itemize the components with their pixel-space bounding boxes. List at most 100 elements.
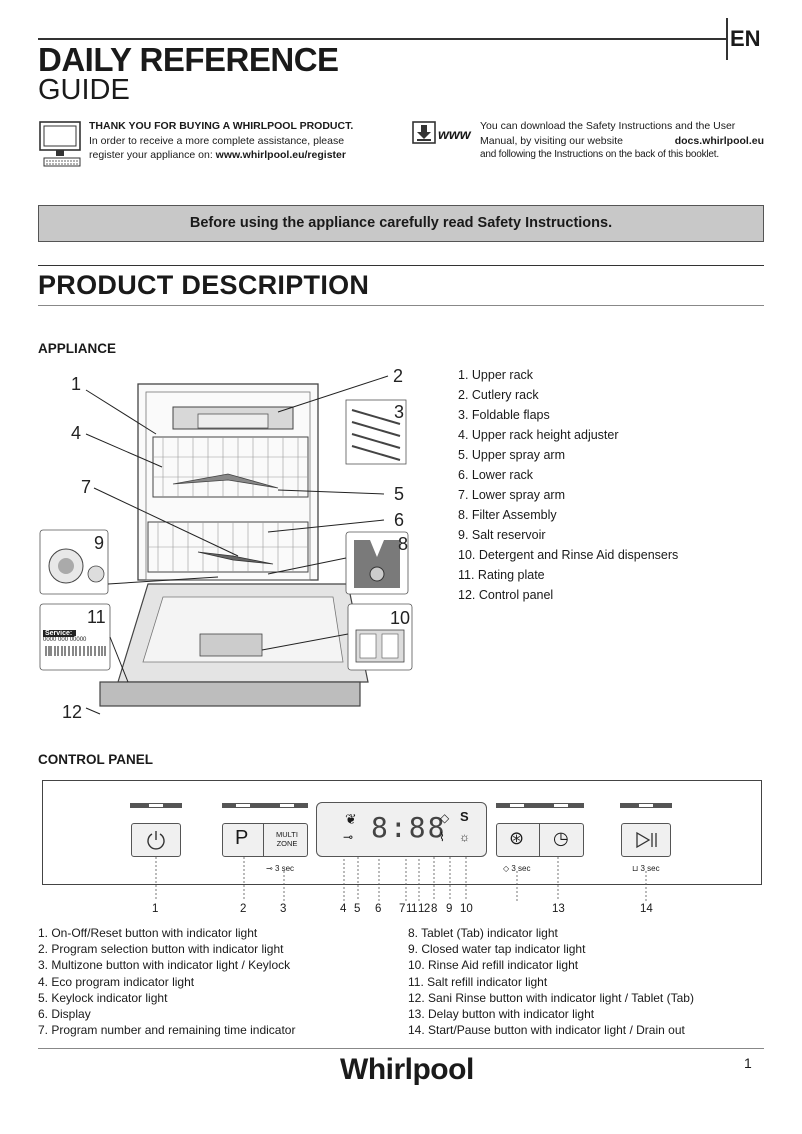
cp-number: 14: [640, 903, 653, 915]
cp-number: 3: [280, 903, 287, 915]
intro-right-text: You can download the Safety Instructions…: [480, 119, 764, 163]
list-item: 11. Rating plate: [458, 568, 545, 582]
callout-4: 4: [71, 423, 82, 443]
control-legend-left: 1. On-Off/Reset button with indicator li…: [38, 925, 295, 1038]
footer-rule: [38, 1048, 764, 1049]
list-item: 10. Rinse Aid refill indicator light: [408, 958, 579, 973]
list-item: 9. Closed water tap indicator light: [408, 942, 586, 957]
list-item: 11. Salt refill indicator light: [408, 974, 548, 989]
multizone-label: MULTI: [276, 830, 298, 839]
cp-number: 6: [375, 903, 382, 915]
keylock-3sec-label: ⊸ 3 sec: [266, 864, 295, 873]
parts-list: 1. Upper rack 2. Cutlery rack 3. Foldabl…: [458, 365, 678, 605]
intro-line: You can download the Safety Instructions…: [480, 120, 736, 132]
section-rule-bottom: [38, 305, 764, 306]
delay-button[interactable]: ◷: [553, 828, 569, 848]
dishwasher-illustration: [38, 362, 428, 732]
rinse-aid-icon: ☼: [459, 830, 470, 844]
intro-heading: THANK YOU FOR BUYING A WHIRLPOOL PRODUCT…: [89, 120, 354, 132]
control-panel-heading: CONTROL PANEL: [38, 752, 154, 767]
salt-icon: S: [460, 809, 469, 824]
callout-3: 3: [394, 402, 405, 422]
list-item: 3. Multizone button with indicator light…: [38, 958, 291, 973]
cp-number: 1: [152, 903, 159, 915]
rating-plate-code: 0000 000 00000: [43, 637, 87, 643]
display-digits: 8:88: [371, 811, 447, 844]
list-item: 13. Delay button with indicator light: [408, 1007, 595, 1022]
list-item: 7. Program number and remaining time ind…: [38, 1023, 296, 1038]
cp-number: 4: [340, 903, 347, 915]
sani-rinse-button[interactable]: ⊛: [509, 828, 525, 848]
list-item: 1. On-Off/Reset button with indicator li…: [38, 926, 258, 940]
cp-number: 2: [240, 903, 247, 915]
three-sec-text: 3 sec: [511, 864, 531, 873]
multizone-label: ZONE: [276, 838, 298, 848]
list-item: 14. Start/Pause button with indicator li…: [408, 1023, 685, 1038]
safety-banner: Before using the appliance carefully rea…: [38, 205, 764, 242]
multizone-button[interactable]: MULTI ZONE: [267, 830, 307, 848]
control-legend-right: 8. Tablet (Tab) indicator light 9. Close…: [408, 925, 694, 1038]
download-icon: [412, 121, 438, 150]
lang-divider: [726, 18, 728, 60]
list-item: 2. Cutlery rack: [458, 388, 539, 402]
program-multizone-group: P MULTI ZONE: [222, 823, 308, 857]
callout-8: 8: [398, 534, 409, 554]
indicator-light: [620, 803, 672, 808]
callout-2: 2: [393, 366, 404, 386]
page-title: DAILY REFERENCE: [38, 41, 339, 78]
play-pause-icon: [636, 831, 657, 849]
key-icon: ⊸: [343, 830, 354, 844]
whirlpool-logo: Whirlpool: [340, 1053, 474, 1086]
register-link[interactable]: www.whirlpool.eu/register: [215, 149, 346, 161]
cp-number: 5: [354, 903, 361, 915]
cp-number: 10: [460, 903, 473, 915]
three-sec-text: 3 sec: [274, 864, 295, 873]
on-off-button[interactable]: [131, 823, 181, 857]
computer-icon: [38, 120, 86, 173]
three-sec-text: 3 sec: [640, 864, 660, 873]
cp-number: 13: [552, 903, 565, 915]
cp-number: 11: [406, 903, 417, 915]
docs-link[interactable]: docs.whirlpool.eu: [674, 134, 764, 147]
list-item: 10. Detergent and Rinse Aid dispensers: [458, 548, 679, 562]
appliance-heading: APPLIANCE: [38, 341, 117, 356]
display: 8:88 ❦ ⊸ ◇ S ⌇ ☼: [316, 802, 487, 857]
tablet-icon: ◇: [440, 811, 450, 825]
tablet-3sec-label: ◇ 3 sec: [503, 864, 531, 873]
control-panel-frame: [42, 780, 762, 885]
callout-9: 9: [94, 533, 105, 553]
www-label: www: [438, 126, 471, 142]
list-item: 8. Filter Assembly: [458, 508, 557, 522]
list-item: 2. Program selection button with indicat…: [38, 942, 284, 957]
callout-10: 10: [390, 608, 411, 628]
callout-5: 5: [394, 484, 405, 504]
intro-line: In order to receive a more complete assi…: [89, 134, 345, 147]
list-item: 12. Sani Rinse button with indicator lig…: [408, 990, 694, 1005]
page-subtitle: GUIDE: [38, 74, 130, 106]
list-item: 6. Display: [38, 1007, 91, 1022]
section-title: PRODUCT DESCRIPTION: [38, 270, 370, 300]
sani-delay-group: ⊛ ◷: [496, 823, 584, 857]
list-item: 3. Foldable flaps: [458, 408, 550, 422]
intro-left-text: THANK YOU FOR BUYING A WHIRLPOOL PRODUCT…: [89, 119, 389, 163]
callout-7: 7: [81, 477, 92, 497]
cp-number: 9: [446, 903, 453, 915]
list-item: 4. Eco program indicator light: [38, 974, 195, 989]
cp-number: 12: [418, 903, 430, 915]
list-item: 8. Tablet (Tab) indicator light: [408, 926, 558, 940]
divider: [539, 824, 540, 856]
cp-number: 7: [399, 903, 406, 915]
divider: [263, 824, 264, 856]
water-tap-icon: ⌇: [439, 830, 445, 844]
intro-line: and following the Instructions on the ba…: [480, 149, 719, 160]
indicator-light: [496, 803, 584, 808]
rating-plate-label: Service:: [43, 630, 75, 637]
header-rule: [38, 38, 726, 40]
list-item: 5. Keylock indicator light: [38, 990, 168, 1005]
list-item: 9. Salt reservoir: [458, 528, 546, 542]
indicator-light: [222, 803, 308, 808]
callout-1: 1: [71, 374, 82, 394]
program-button[interactable]: P: [235, 827, 249, 849]
list-item: 4. Upper rack height adjuster: [458, 428, 619, 442]
start-pause-button[interactable]: [621, 823, 671, 857]
